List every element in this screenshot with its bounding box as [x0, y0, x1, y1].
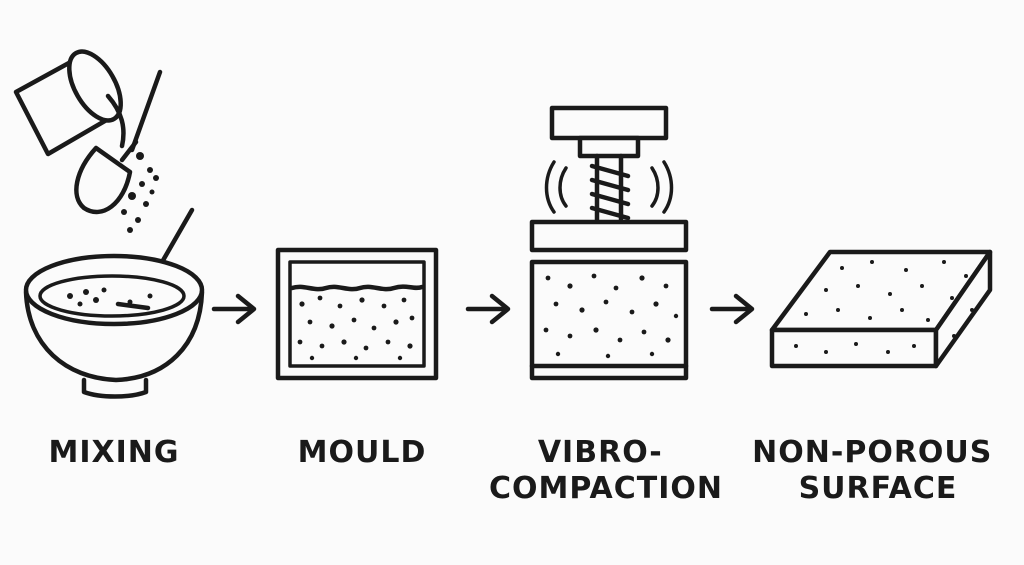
mixing-bowl-icon	[23, 253, 205, 399]
label-line: VIBRO-	[538, 435, 663, 470]
pouring-cup-icon	[13, 49, 126, 157]
vibration-marks-icon	[544, 160, 674, 214]
label-line: MIXING	[48, 435, 179, 470]
step-label-vibro-compaction: VIBRO- COMPACTION	[489, 435, 723, 506]
compacted-particles	[543, 273, 679, 359]
press-head	[549, 105, 669, 141]
stirring-stick-icon	[129, 69, 163, 153]
mould-particles	[297, 295, 415, 361]
arrow-right-icon	[465, 293, 511, 325]
label-line: COMPACTION	[489, 471, 723, 506]
label-line: NON-POROUS	[752, 435, 992, 470]
label-line: MOULD	[298, 435, 427, 470]
slab-illustration	[769, 249, 993, 369]
arrow-right-icon	[211, 293, 257, 325]
scoop-icon	[74, 139, 139, 215]
step-label-mould: MOULD	[298, 435, 427, 470]
mould-illustration	[275, 247, 439, 381]
step-label-mixing: MIXING	[48, 435, 179, 470]
mixing-illustration	[13, 49, 205, 399]
arrow-right-icon	[709, 293, 755, 325]
label-line: SURFACE	[799, 471, 958, 506]
step-label-non-porous-surface: NON-POROUS SURFACE	[752, 435, 1004, 506]
press-plate	[529, 219, 689, 253]
vibro-compaction-illustration	[529, 105, 689, 381]
spring-icon	[589, 163, 631, 221]
slab-speckles	[794, 260, 974, 354]
falling-particles	[121, 152, 159, 233]
